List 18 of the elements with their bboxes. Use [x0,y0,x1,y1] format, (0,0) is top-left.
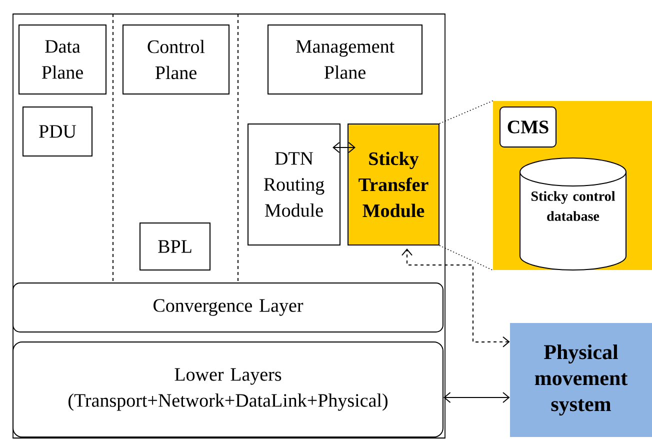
module-box: PDU [22,106,92,156]
plane-box: Data Plane [18,24,106,94]
database-cylinder: Sticky control database [520,158,626,270]
module-box: DTN Routing Module [248,124,340,246]
plane-box: Control Plane [122,24,230,94]
arrow [444,392,510,403]
connector-line [439,100,494,124]
module-box: BPL [140,222,210,270]
connector-line [439,245,494,271]
layer-box: Lower Layers (Transport+Network+DataLink+Physical) [12,342,444,438]
arrow [402,248,510,348]
module-box: Sticky Transfer Module [348,124,440,246]
layer-box: Convergence Layer [12,282,444,332]
label-box: CMS [500,106,556,148]
frame-box [12,14,446,438]
plane-box: Management Plane [268,24,422,94]
arrow [332,142,356,153]
system-box: Physical movement system [510,323,652,437]
